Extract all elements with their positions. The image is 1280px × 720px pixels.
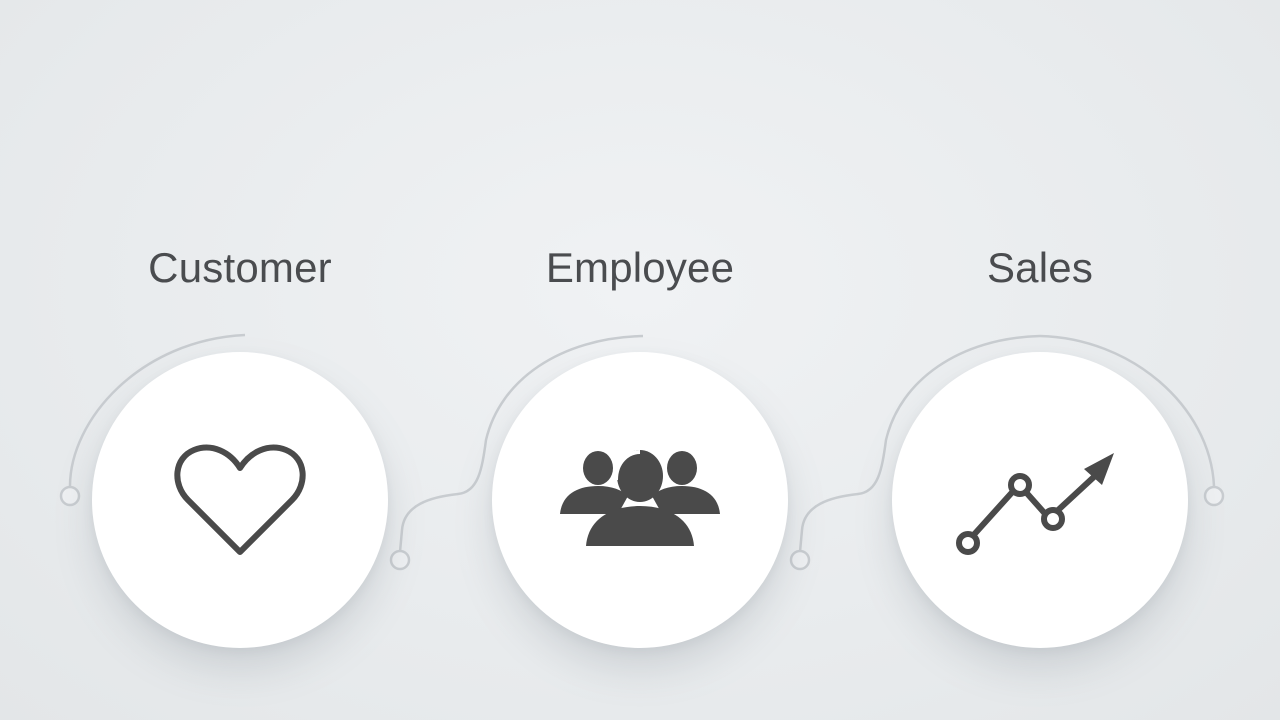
employee-sales-connector	[798, 334, 1041, 553]
step-card-sales[interactable]	[892, 352, 1188, 648]
connector-dot-left	[59, 485, 81, 507]
customer-employee-connector	[398, 334, 644, 553]
people-group-icon	[560, 450, 720, 546]
step-card-customer[interactable]	[92, 352, 388, 648]
customer-arc	[68, 333, 246, 487]
connector-dot-1	[389, 549, 411, 571]
trend-up-icon	[956, 453, 1114, 555]
step-label-sales: Sales	[986, 244, 1094, 291]
step-card-employee[interactable]	[492, 352, 788, 648]
sales-arc	[1039, 334, 1216, 487]
step-label-employee: Employee	[545, 244, 735, 291]
step-label-customer: Customer	[148, 244, 332, 291]
heart-icon	[174, 444, 306, 555]
connector-dot-2	[789, 549, 811, 571]
connector-dot-right	[1203, 485, 1225, 507]
